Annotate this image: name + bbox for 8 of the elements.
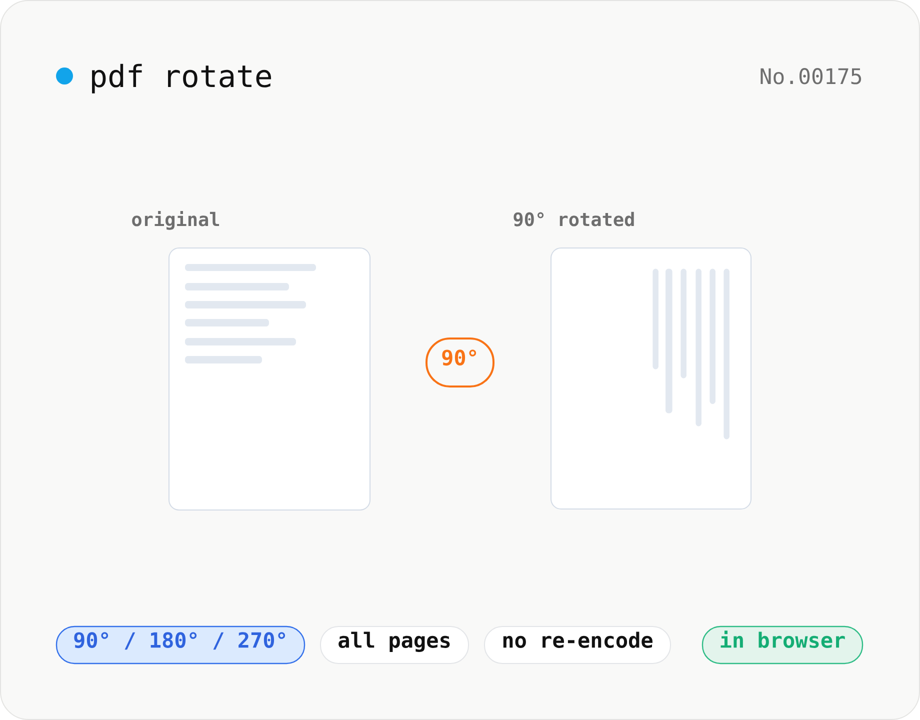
tag-chip: in browser	[702, 626, 864, 664]
serial-number: No.00175	[760, 68, 862, 84]
tag-chip: no re-encode	[484, 626, 671, 664]
page-heading: original	[132, 210, 220, 230]
title: pdf rotate	[92, 64, 272, 94]
page-heading: 90° rotated	[514, 212, 634, 226]
tag-chip: all pages	[320, 626, 469, 664]
tag-chip: 90° / 180° / 270°	[56, 626, 306, 664]
